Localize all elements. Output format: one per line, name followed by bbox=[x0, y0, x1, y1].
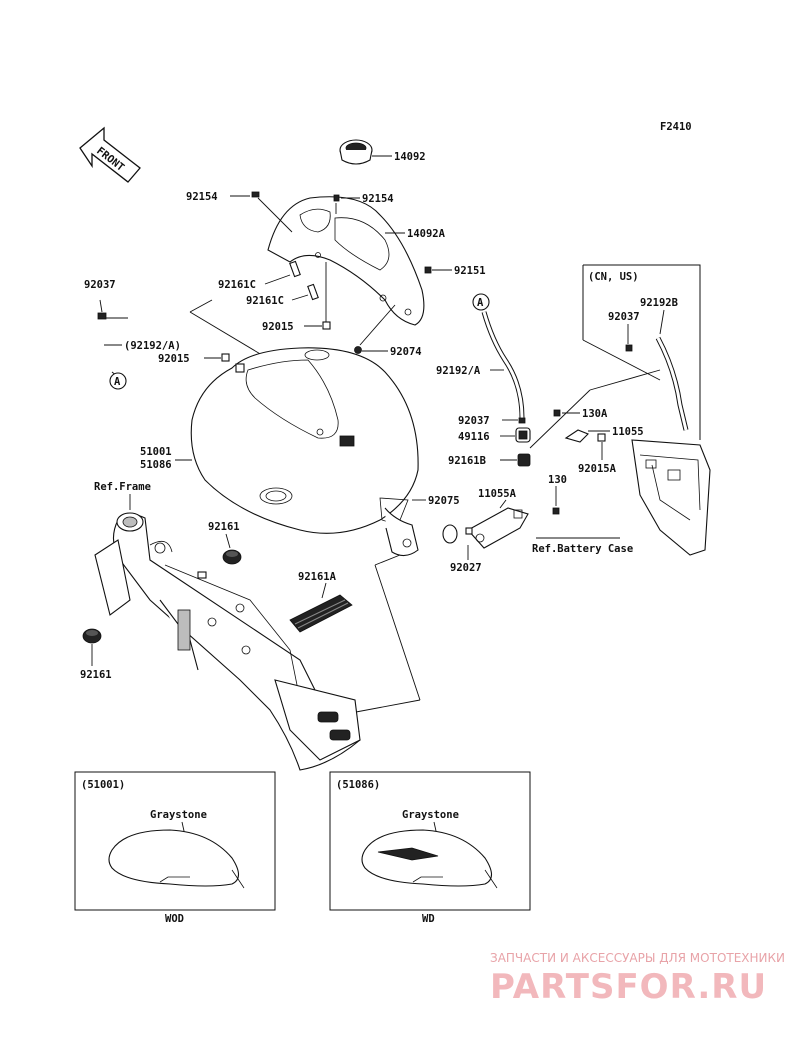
clip-92015-upper bbox=[322, 321, 331, 330]
inset-right-code: (51086) bbox=[336, 779, 380, 791]
damper-92161-upper bbox=[222, 549, 242, 565]
label-92037-right: 92037 bbox=[608, 311, 640, 323]
label-92075: 92075 bbox=[428, 495, 460, 507]
damper-92161A bbox=[289, 594, 353, 633]
bracket-11055 bbox=[564, 429, 589, 443]
grommet-92027 bbox=[442, 524, 458, 544]
label-92037-left: 92037 bbox=[84, 279, 116, 291]
frame bbox=[94, 512, 361, 771]
cn-us-callout bbox=[583, 264, 701, 440]
bolt-130 bbox=[552, 507, 560, 515]
label-cn-us: (CN, US) bbox=[588, 271, 639, 283]
clip-92151 bbox=[424, 266, 432, 274]
tank-outline-51001 bbox=[108, 829, 240, 887]
label-51001: 51001 bbox=[140, 446, 172, 458]
inset-left-color: Graystone bbox=[150, 809, 207, 821]
label-92192B: 92192B bbox=[640, 297, 678, 309]
breather-hose-right bbox=[481, 311, 525, 419]
label-130A: 130A bbox=[582, 408, 608, 420]
grommet-92074 bbox=[354, 346, 362, 354]
label-92161A: 92161A bbox=[298, 571, 337, 583]
label-130: 130 bbox=[548, 474, 567, 486]
label-49116: 49116 bbox=[458, 431, 490, 443]
ref-A-left-circle bbox=[109, 372, 127, 390]
label-11055A: 11055A bbox=[478, 488, 517, 500]
label-11055: 11055 bbox=[612, 426, 644, 438]
bolt-92154-right bbox=[333, 194, 340, 202]
label-14092A: 14092A bbox=[407, 228, 446, 240]
fuel-tank bbox=[190, 347, 419, 557]
breather-hose-92192B bbox=[655, 336, 689, 431]
clip-92037-right bbox=[625, 344, 633, 352]
clip-92015-left bbox=[221, 353, 230, 362]
label-92074: 92074 bbox=[390, 346, 422, 358]
damper-92161C-a bbox=[289, 260, 301, 278]
bolt-92154-left bbox=[251, 191, 260, 198]
label-92027: 92027 bbox=[450, 562, 482, 574]
fuel-cap bbox=[339, 139, 373, 165]
label-14092: 14092 bbox=[394, 151, 426, 163]
valve-49116 bbox=[515, 427, 531, 443]
clip-92037-mid bbox=[518, 417, 526, 424]
inset-51086: (51086) Graystone WD bbox=[329, 771, 531, 925]
clip-92015A bbox=[597, 433, 606, 442]
ref-A-left: A bbox=[114, 376, 121, 388]
label-92161-upper: 92161 bbox=[208, 521, 240, 533]
label-ref-frame: Ref.Frame bbox=[94, 481, 151, 493]
label-ref-battery-case: Ref.Battery Case bbox=[532, 543, 633, 555]
damper-92161B bbox=[517, 453, 531, 467]
label-92154-right: 92154 bbox=[362, 193, 394, 205]
label-92151: 92151 bbox=[454, 265, 486, 277]
tank-emblem bbox=[377, 847, 439, 861]
label-92161C-a: 92161C bbox=[218, 279, 256, 291]
inset-left-caption: WOD bbox=[165, 913, 184, 925]
bracket-11055A bbox=[467, 507, 529, 549]
label-92192A-paren: (92192/A) bbox=[124, 340, 181, 352]
label-92161B: 92161B bbox=[448, 455, 486, 467]
damper-92161-lower bbox=[82, 628, 102, 644]
label-92154-left: 92154 bbox=[186, 191, 218, 203]
label-92161C-b: 92161C bbox=[246, 295, 284, 307]
battery-case bbox=[631, 439, 711, 556]
watermark-logo: PARTSFOR.RU bbox=[490, 967, 767, 1007]
diagram-code: F2410 bbox=[660, 121, 692, 133]
watermark-tagline: ЗАПЧАСТИ И АКСЕССУАРЫ ДЛЯ МОТОТЕХНИКИ bbox=[490, 951, 785, 965]
bolt-130A bbox=[553, 409, 561, 417]
front-arrow-icon: FRONT bbox=[79, 126, 141, 183]
inset-left-code: (51001) bbox=[81, 779, 125, 791]
damper-92161C-b bbox=[307, 283, 319, 301]
ref-A-right: A bbox=[477, 297, 484, 309]
label-51086: 51086 bbox=[140, 459, 172, 471]
inset-right-color: Graystone bbox=[402, 809, 459, 821]
ref-A-right-circle bbox=[472, 293, 490, 311]
label-92161-lower: 92161 bbox=[80, 669, 112, 681]
inset-51001: (51001) Graystone WOD bbox=[74, 771, 276, 925]
label-92192A: 92192/A bbox=[436, 365, 481, 377]
breather-hose-left bbox=[93, 312, 113, 374]
tank-console-cover bbox=[267, 196, 425, 326]
label-92015A: 92015A bbox=[578, 463, 617, 475]
label-92037-mid: 92037 bbox=[458, 415, 490, 427]
label-92015-upper: 92015 bbox=[262, 321, 294, 333]
inset-right-caption: WD bbox=[422, 913, 435, 925]
label-92015-left: 92015 bbox=[158, 353, 190, 365]
